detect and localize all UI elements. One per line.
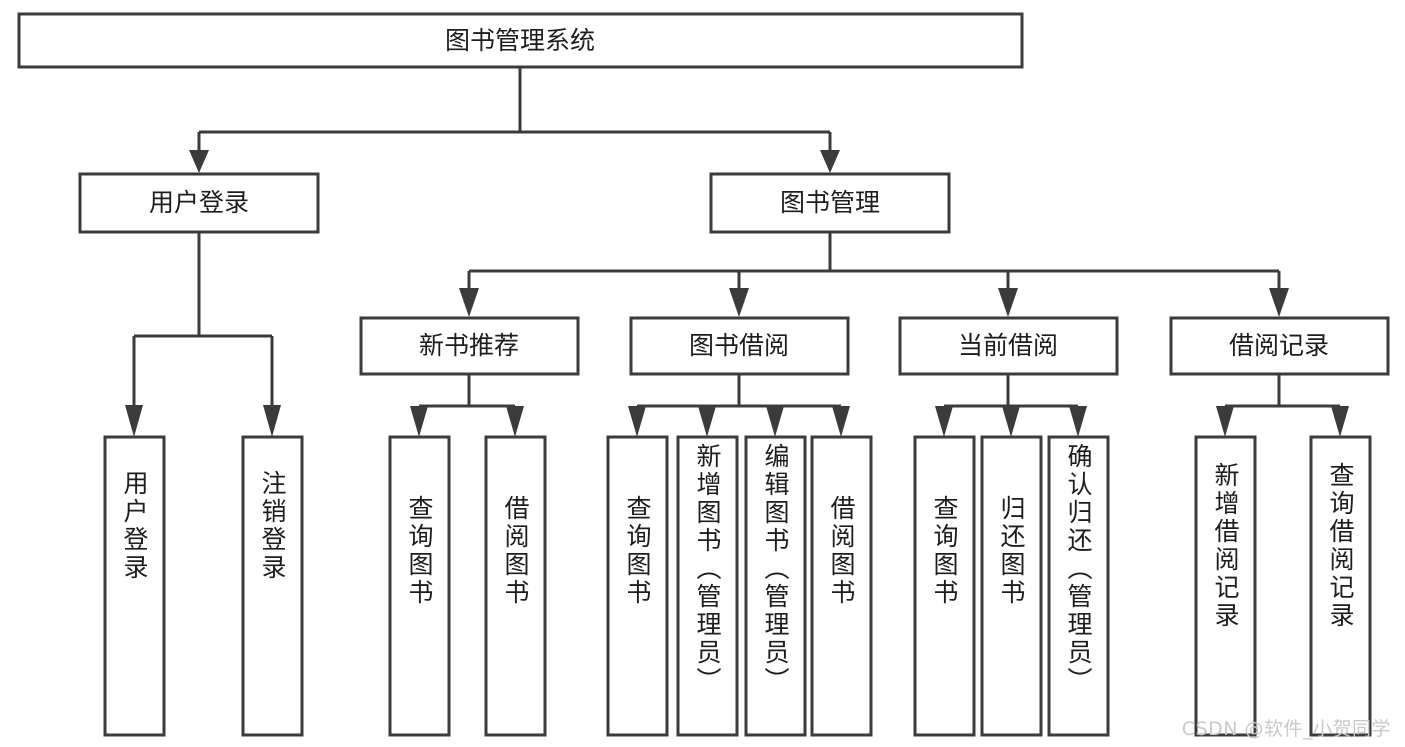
arrowhead-bb-leaf2 bbox=[698, 406, 716, 437]
arrowhead-bb-leaf3 bbox=[766, 406, 784, 437]
leaf-user-login-box[interactable] bbox=[103, 435, 166, 737]
arrowhead-book-borrow bbox=[729, 288, 749, 317]
leaf-bb-query-book-box[interactable] bbox=[606, 435, 669, 737]
arrowhead-borrow-record bbox=[1269, 288, 1289, 317]
arrowhead-bb-leaf4 bbox=[832, 406, 850, 437]
leaf-cb-confirm-return-box[interactable] bbox=[1047, 435, 1110, 737]
leaf-cb-query-book-box[interactable] bbox=[913, 435, 976, 737]
arrowhead-cb-leaf2 bbox=[1002, 406, 1020, 437]
node-book-manage[interactable]: 图书管理 bbox=[709, 172, 951, 234]
node-book-manage-box[interactable] bbox=[709, 172, 951, 234]
arrowhead-new-book bbox=[459, 288, 479, 317]
node-new-book-label: 新书推荐 bbox=[419, 331, 519, 360]
node-current-borrow-box[interactable] bbox=[898, 316, 1119, 376]
node-root[interactable]: 图书管理系统 bbox=[17, 12, 1024, 69]
leaf-bb-add-book-box[interactable] bbox=[676, 435, 739, 737]
leaf-br-query-record-box[interactable] bbox=[1309, 435, 1372, 737]
node-user-login-label: 用户登录 bbox=[149, 188, 249, 217]
node-book-borrow-box[interactable] bbox=[629, 316, 850, 376]
arrowhead-cb-leaf1 bbox=[935, 406, 953, 437]
node-user-login[interactable]: 用户登录 bbox=[78, 172, 320, 234]
arrowhead-book-manage bbox=[820, 150, 840, 173]
node-book-manage-label: 图书管理 bbox=[780, 188, 880, 217]
node-book-borrow[interactable]: 图书借阅 bbox=[629, 316, 850, 376]
node-new-book[interactable]: 新书推荐 bbox=[359, 316, 580, 376]
leaf-bb-edit-book-box[interactable] bbox=[744, 435, 807, 737]
node-new-book-box[interactable] bbox=[359, 316, 580, 376]
arrowhead-cb-leaf3 bbox=[1069, 406, 1087, 437]
leaf-bb-borrow-book-box[interactable] bbox=[810, 435, 873, 737]
leaf-nb-query-book-box[interactable] bbox=[388, 435, 451, 737]
node-current-borrow[interactable]: 当前借阅 bbox=[898, 316, 1119, 376]
node-borrow-record-box[interactable] bbox=[1169, 316, 1390, 376]
leaf-br-add-record-box[interactable] bbox=[1194, 435, 1257, 737]
arrowhead-current-borrow bbox=[998, 288, 1018, 317]
leaf-logout-box[interactable] bbox=[241, 435, 304, 737]
arrowhead-nb-leaf2 bbox=[506, 406, 524, 437]
node-borrow-record-label: 借阅记录 bbox=[1229, 331, 1329, 360]
arrowhead-nb-leaf1 bbox=[410, 406, 428, 437]
node-book-borrow-label: 图书借阅 bbox=[689, 331, 789, 360]
csdn-watermark: CSDN @软件_小贺同学 bbox=[1181, 718, 1391, 740]
node-root-box[interactable] bbox=[17, 12, 1024, 69]
node-current-borrow-label: 当前借阅 bbox=[958, 331, 1058, 360]
arrowhead-br-leaf1 bbox=[1216, 406, 1234, 437]
arrowhead-user-login bbox=[189, 150, 209, 173]
leaf-nb-borrow-book-box[interactable] bbox=[484, 435, 547, 737]
node-root-label: 图书管理系统 bbox=[445, 26, 595, 55]
arrowhead-bb-leaf1 bbox=[628, 406, 646, 437]
arrowhead-leaf-user-login bbox=[125, 405, 143, 437]
arrowhead-leaf-logout bbox=[263, 405, 281, 437]
leaf-cb-return-book-box[interactable] bbox=[980, 435, 1043, 737]
node-borrow-record[interactable]: 借阅记录 bbox=[1169, 316, 1390, 376]
arrowhead-br-leaf2 bbox=[1331, 406, 1349, 437]
